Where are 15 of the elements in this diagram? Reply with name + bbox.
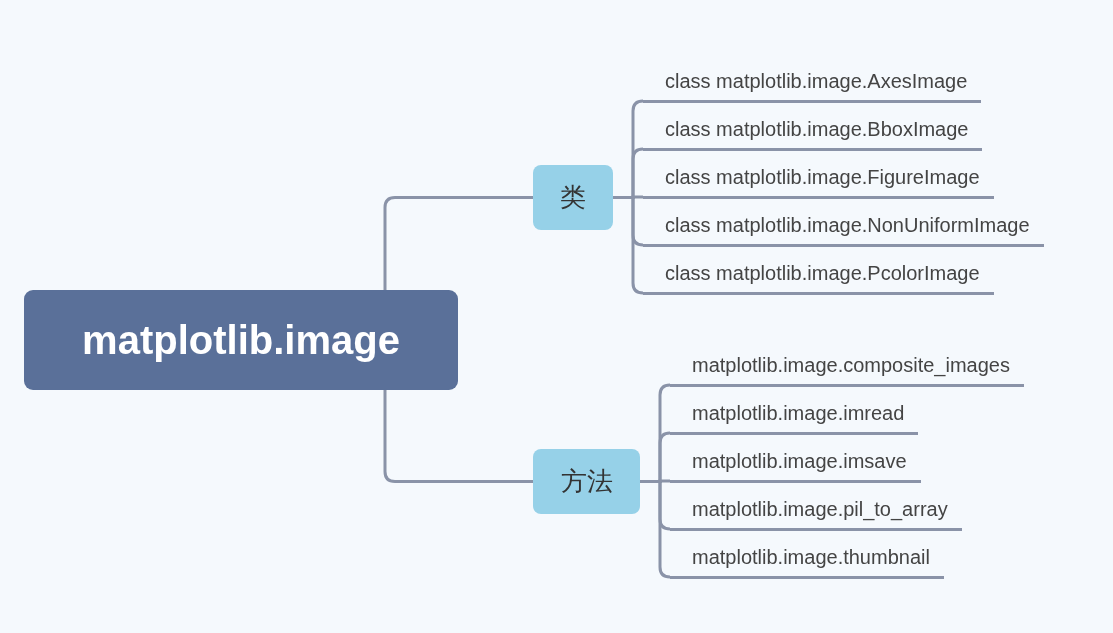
underlined-topic: matplotlib.image.thumbnail	[670, 542, 944, 579]
underlined-topic: matplotlib.image.imread	[670, 398, 919, 435]
central-topic-box: matplotlib.image	[24, 290, 458, 390]
underlined-topic: class matplotlib.image.FigureImage	[643, 162, 994, 199]
underlined-topic: class matplotlib.image.PcolorImage	[643, 258, 994, 295]
underlined-topic: class matplotlib.image.NonUniformImage	[643, 210, 1044, 247]
underlined-topic: class matplotlib.image.BboxImage	[643, 114, 983, 151]
underlined-topic: matplotlib.image.pil_to_array	[670, 494, 962, 531]
subtopic-box: 方法	[533, 449, 640, 514]
subtopic-box: 类	[533, 165, 613, 230]
underlined-topic: matplotlib.image.composite_images	[670, 350, 1024, 387]
connector	[383, 196, 533, 290]
connector	[383, 390, 533, 483]
underlined-topic: class matplotlib.image.AxesImage	[643, 66, 982, 103]
underlined-topic: matplotlib.image.imsave	[670, 446, 921, 483]
